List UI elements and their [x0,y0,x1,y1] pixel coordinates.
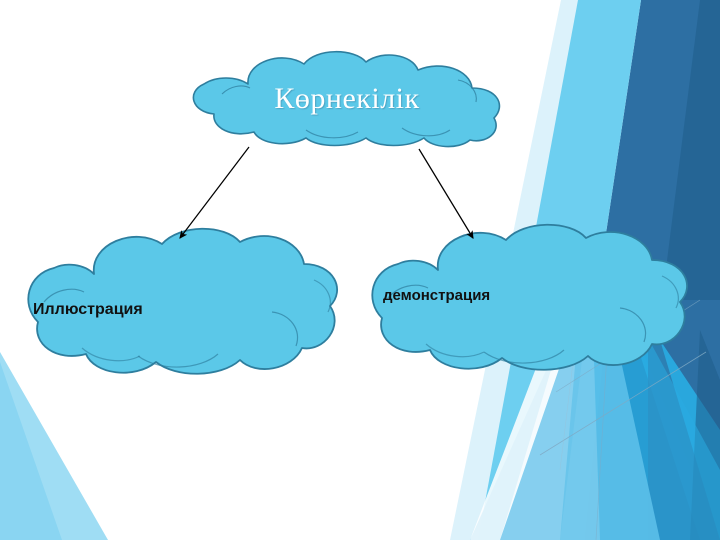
arrow-root-to-illustration [179,146,250,239]
cloud-shape-demonstration[interactable] [370,222,696,374]
cloud-shape-root[interactable] [186,51,508,148]
cloud-shape-illustration[interactable] [27,227,344,380]
